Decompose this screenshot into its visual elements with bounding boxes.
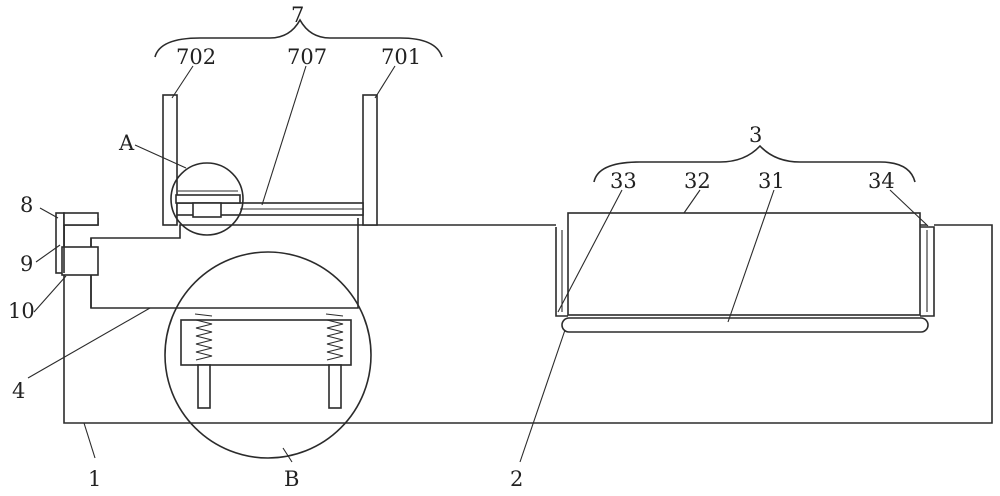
label-33: 33 xyxy=(610,169,637,193)
label-7: 7 xyxy=(291,3,304,27)
leader-9 xyxy=(35,244,61,263)
spring-left xyxy=(194,313,213,409)
label-b: B xyxy=(284,467,299,491)
label-2: 2 xyxy=(510,467,523,491)
leader-702 xyxy=(171,65,194,99)
leader-31 xyxy=(727,189,775,323)
detail-b-housing xyxy=(180,319,352,366)
component-4-block xyxy=(90,224,359,309)
upright-701 xyxy=(362,94,378,226)
label-3: 3 xyxy=(749,123,762,147)
leader-33 xyxy=(557,189,623,313)
leader-2 xyxy=(519,329,566,463)
label-10: 10 xyxy=(8,299,35,323)
part-8-top xyxy=(63,212,99,226)
label-707: 707 xyxy=(287,45,327,69)
leader-32 xyxy=(683,189,701,214)
part-10-block xyxy=(61,246,99,276)
label-4: 4 xyxy=(12,379,25,403)
leader-701 xyxy=(374,65,396,99)
leader-1 xyxy=(83,422,96,459)
detail-a-plate xyxy=(175,194,241,204)
tray-left-wall xyxy=(555,227,568,317)
detail-circle-a xyxy=(170,162,244,236)
leader-10 xyxy=(33,275,67,313)
label-31: 31 xyxy=(758,169,785,193)
brace-7 xyxy=(154,18,443,58)
tray-right-wall-34 xyxy=(920,226,935,317)
tray-32 xyxy=(567,212,921,316)
plate-31 xyxy=(561,317,929,333)
label-32: 32 xyxy=(684,169,711,193)
label-8: 8 xyxy=(20,193,33,217)
leader-a xyxy=(134,144,187,169)
leader-b xyxy=(282,447,293,463)
upright-702 xyxy=(162,94,178,226)
leader-8 xyxy=(39,207,59,219)
detail-a-clamp xyxy=(192,202,222,218)
detail-circle-b xyxy=(164,251,372,459)
spring-right xyxy=(325,313,344,409)
label-a: A xyxy=(118,131,135,155)
leader-34 xyxy=(889,189,929,227)
label-9: 9 xyxy=(20,252,33,276)
brace-3 xyxy=(593,144,916,183)
label-1: 1 xyxy=(88,467,101,491)
label-702: 702 xyxy=(176,45,216,69)
leader-707 xyxy=(261,65,307,206)
label-34: 34 xyxy=(868,169,895,193)
label-701: 701 xyxy=(381,45,421,69)
leader-4 xyxy=(27,307,151,379)
